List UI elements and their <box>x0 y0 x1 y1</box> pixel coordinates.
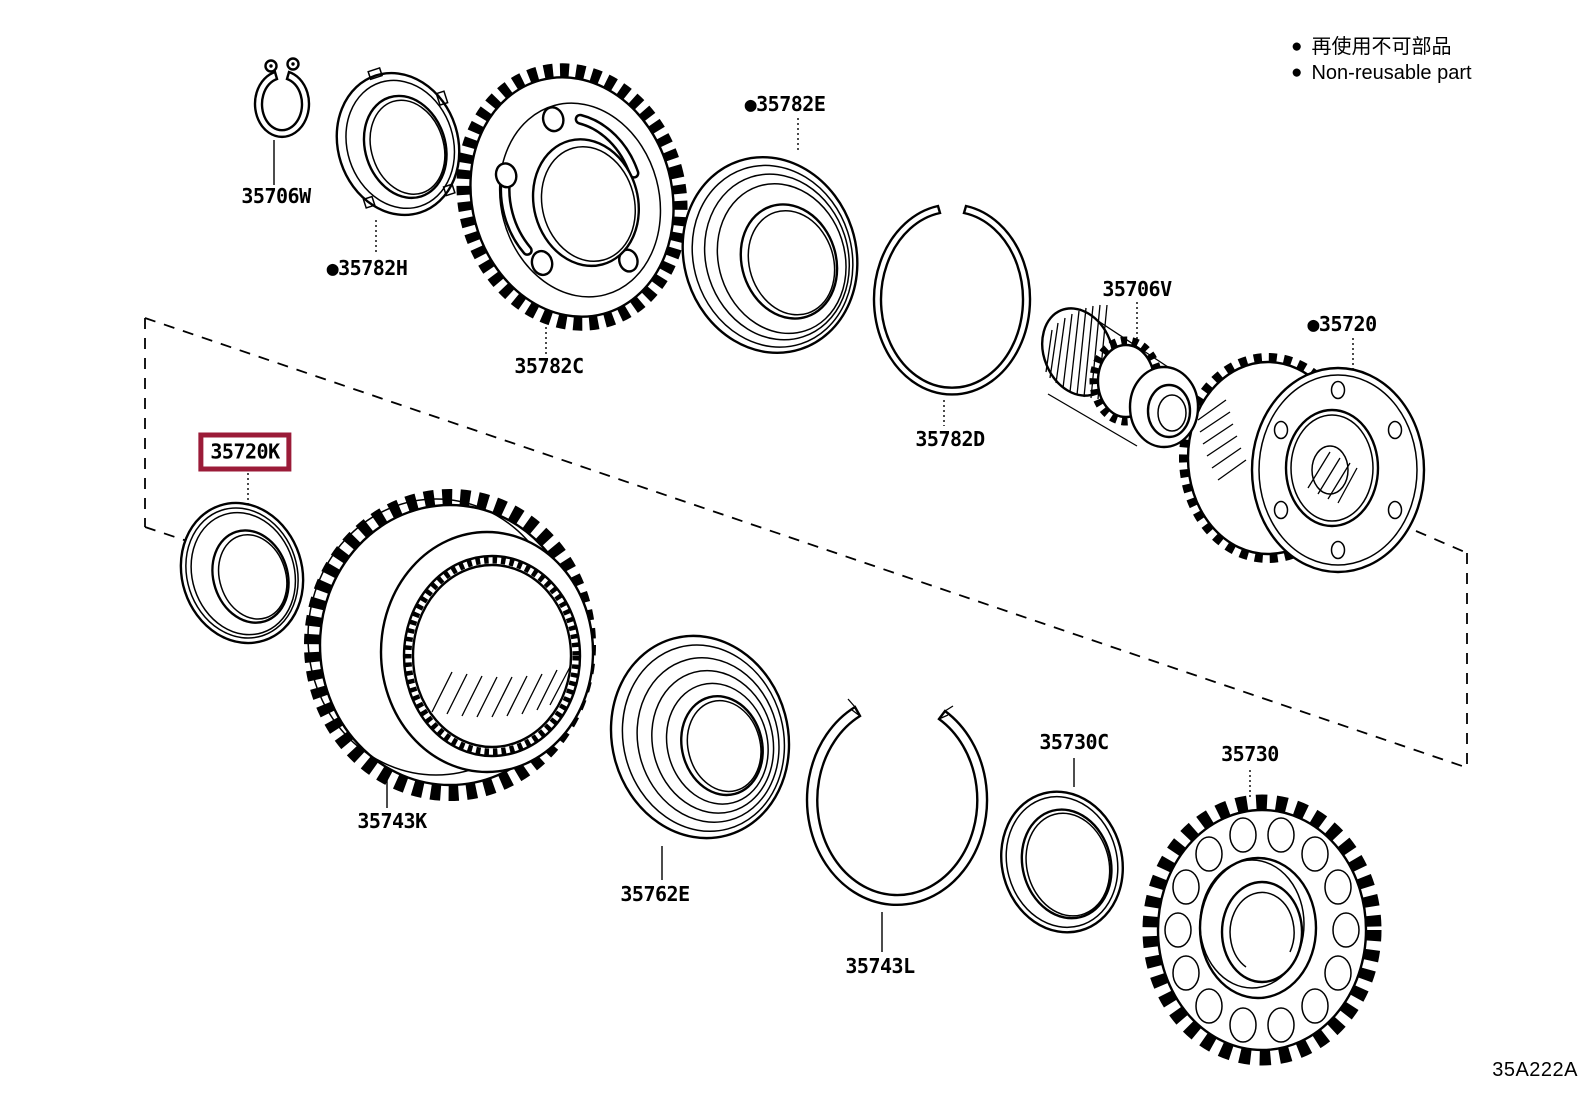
non-reusable-bullet-icon: ● <box>1291 36 1303 57</box>
drawing-differential-case-35720 <box>1179 353 1426 574</box>
part-label-35743k[interactable]: 35743K <box>357 809 427 833</box>
part-label-35720[interactable]: ●35720 <box>1307 312 1377 336</box>
part-label-35782c[interactable]: 35782C <box>514 354 584 378</box>
non-reusable-bullet-icon: ● <box>1291 62 1303 83</box>
assembly-axis-guides <box>144 317 1468 768</box>
part-label-35706w[interactable]: 35706W <box>241 184 311 208</box>
part-label-35720k-highlighted[interactable]: 35720K <box>198 432 292 472</box>
legend-item-en: ● Non-reusable part <box>1291 60 1472 86</box>
drawing-splined-shaft-35706v <box>1041 304 1200 449</box>
leader-lines <box>247 118 1354 952</box>
drawing-code: 35A222A <box>1492 1059 1578 1081</box>
drawing-snap-ring-35706w <box>253 57 311 139</box>
drawing-snap-ring-35743l <box>805 698 989 907</box>
drawing-sprocket-35730 <box>1142 794 1382 1066</box>
drawing-plate-35762e <box>609 634 791 840</box>
legend: ● 再使用不可部品 ● Non-reusable part <box>1291 34 1472 86</box>
drawing-snap-ring-35782d <box>872 204 1032 396</box>
drawing-bearing-35782e <box>681 155 859 355</box>
part-label-35782h[interactable]: ●35782H <box>326 256 408 280</box>
drawing-race-35782h <box>335 67 461 217</box>
part-label-35730[interactable]: 35730 <box>1221 742 1279 766</box>
part-label-35743l[interactable]: 35743L <box>845 954 915 978</box>
legend-text-jp: 再使用不可部品 <box>1311 36 1452 58</box>
legend-item-jp: ● 再使用不可部品 <box>1291 34 1472 60</box>
part-label-35782d[interactable]: 35782D <box>915 427 985 451</box>
drawing-thrust-washer-35720k <box>179 501 305 645</box>
part-label-35730c[interactable]: 35730C <box>1039 730 1109 754</box>
part-label-35782e[interactable]: ●35782E <box>744 92 826 116</box>
drawing-clutch-drum-35743k <box>304 489 596 801</box>
drawing-spacer-ring-35730c <box>1000 790 1124 934</box>
legend-text-en: Non-reusable part <box>1311 62 1472 84</box>
drawing-gear-35782c <box>456 63 688 331</box>
part-label-35706v[interactable]: 35706V <box>1102 277 1172 301</box>
part-label-35762e[interactable]: 35762E <box>620 882 690 906</box>
